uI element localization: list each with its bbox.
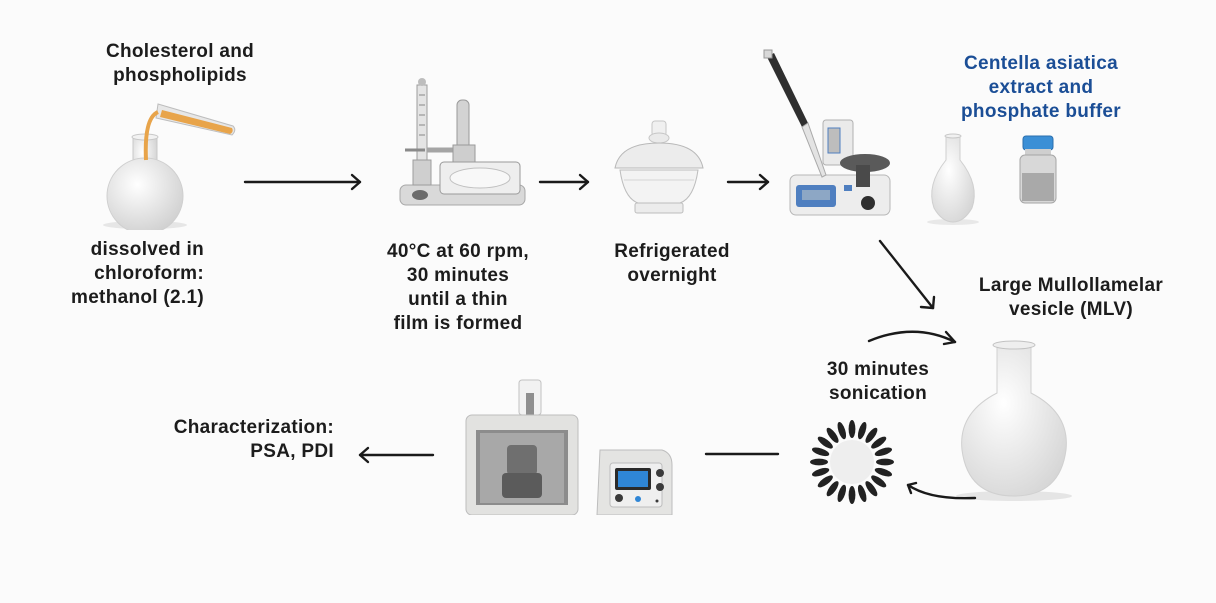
refrigeration-caption: Refrigerated overnight [614,241,730,286]
arrow-down-right [878,239,936,310]
sonication-caption: 30 minutes sonication [826,359,930,404]
arrow-left [358,446,435,464]
characterization-caption: Characterization: PSA, PDI [173,417,334,462]
lipids-title: Cholesterol and phospholipids [105,41,255,86]
vial-icon [1019,135,1057,204]
arrow-curved-top [867,330,957,346]
mlv-title: Large Mullollamelar vesicle (MLV) [978,275,1164,320]
probe-sonicator-icon [465,379,673,515]
round-flask-pouring-icon [103,103,236,230]
arrow-curved-bottom [906,481,977,500]
desiccator-icon [614,120,704,214]
arrow-right-2 [538,173,590,191]
evaporation-caption: 40°C at 60 rpm, 30 minutes until a thin … [387,241,529,334]
round-flask-icon [956,340,1072,501]
pipette-mixer-icon [763,49,891,216]
rotary-evaporator-icon [399,78,526,206]
liposome-icon [810,420,894,504]
pear-flask-icon [927,133,979,225]
extract-title: Centella asiatica extract and phosphate … [961,53,1121,122]
lipids-caption: dissolved in chloroform: methanol (2.1) [71,239,204,308]
arrow-right-3 [726,173,770,191]
arrow-right-1 [243,173,362,191]
